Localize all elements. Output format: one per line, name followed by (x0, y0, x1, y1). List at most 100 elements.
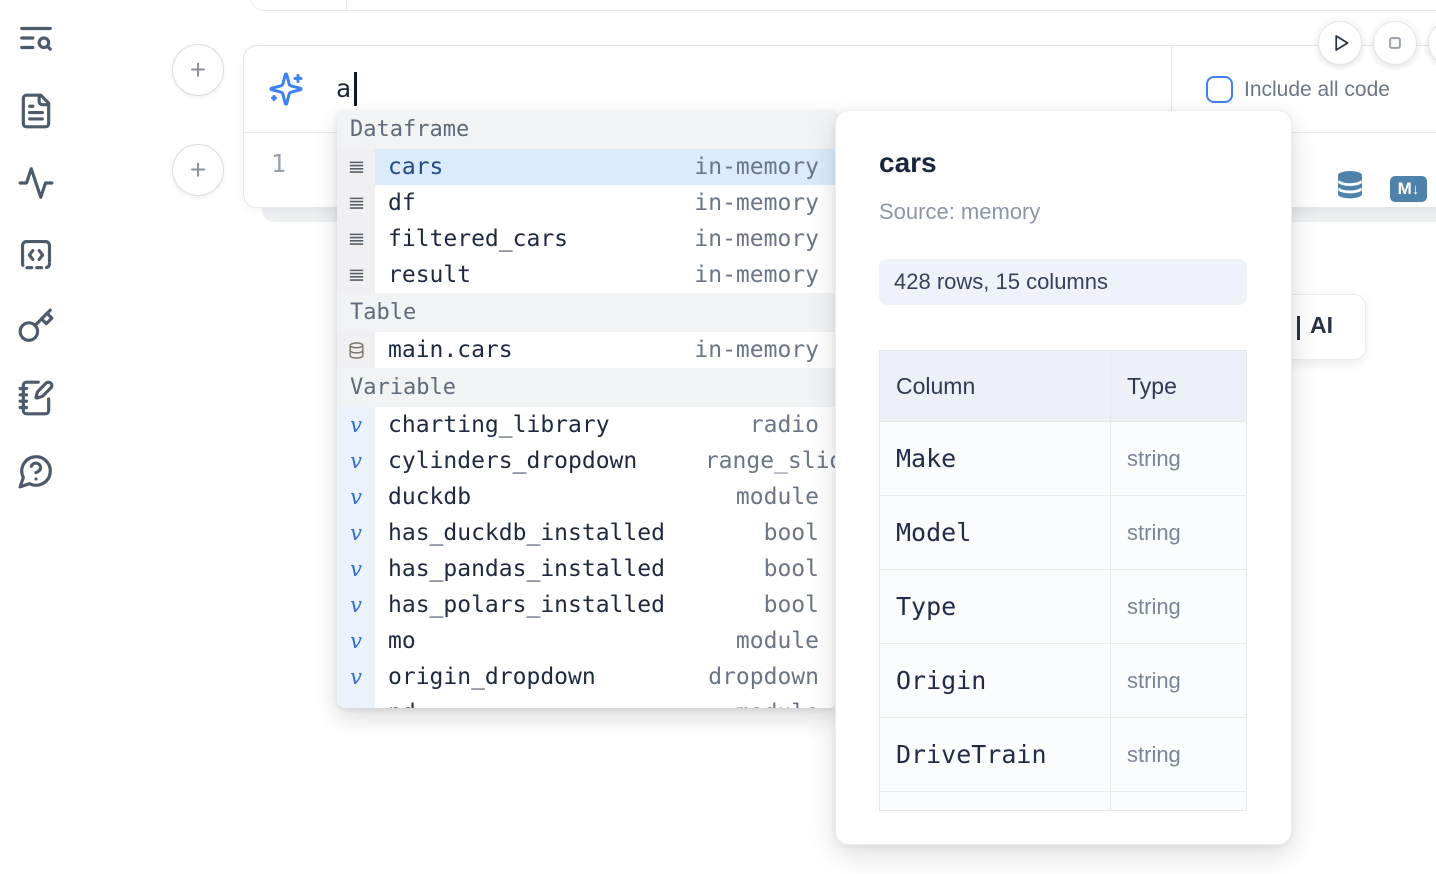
schema-table-row: Origin string (880, 643, 1246, 717)
text-search-icon[interactable] (17, 19, 55, 57)
column-type-cell: string (1111, 422, 1246, 495)
autocomplete-section-header: Table (337, 293, 837, 332)
ai-prompt-row[interactable]: a Include all code (244, 46, 1436, 132)
hidden-label-fragment (1297, 316, 1300, 340)
ai-button-label: AI (1310, 312, 1333, 338)
column-name: Model (896, 518, 972, 547)
rows-icon (337, 257, 375, 293)
rows-icon (337, 221, 375, 257)
completion-type: in-memory (694, 190, 819, 216)
variable-icon: v (350, 521, 362, 545)
sparkles-icon (268, 71, 304, 107)
variable-icon: v (337, 701, 349, 708)
stop-cell-button[interactable] (1373, 21, 1417, 65)
column-name-cell: Type (880, 570, 1111, 643)
completion-name: mo (388, 628, 416, 654)
activity-icon[interactable] (17, 164, 55, 202)
dataframe-preview-panel: cars Source: memory 428 rows, 15 columns… (835, 110, 1292, 845)
left-sidebar (0, 0, 72, 874)
completion-name: result (388, 262, 472, 288)
run-cell-button[interactable] (1318, 21, 1362, 65)
column-name-cell: Model (880, 496, 1111, 569)
autocomplete-item-main: pd module (375, 695, 837, 708)
shape-badge: 428 rows, 15 columns (879, 259, 1247, 305)
completion-name: main.cars (388, 337, 513, 363)
completion-type: range_slider (704, 448, 837, 474)
autocomplete-item[interactable]: v pd module (337, 695, 837, 708)
preview-source: Source: memory (879, 199, 1041, 224)
include-all-code-checkbox[interactable] (1206, 76, 1233, 103)
completion-name: pd (388, 695, 416, 708)
file-text-icon[interactable] (17, 92, 55, 130)
column-type-cell: string (1111, 644, 1246, 717)
column-type-cell: string (1111, 496, 1246, 569)
completion-name: origin_dropdown (388, 664, 596, 690)
variable-icon: v (350, 665, 362, 689)
column-name-cell: DriveTrain (880, 718, 1111, 791)
completion-name: charting_library (388, 412, 610, 438)
column-name-cell: Make (880, 422, 1111, 495)
help-chat-icon[interactable] (17, 452, 55, 490)
previous-cell-divider (346, 0, 347, 10)
column-type: string (1127, 519, 1181, 545)
schema-table-row: DriveTrain string (880, 717, 1246, 791)
variable-icon: v (337, 443, 375, 479)
schema-table-row-clipped (880, 791, 1246, 810)
preview-title: cars (879, 147, 937, 178)
add-cell-below-button[interactable]: + (172, 144, 224, 196)
completion-type: module (735, 628, 819, 654)
completion-name: duckdb (388, 484, 472, 510)
completion-type: radio (749, 412, 819, 438)
completion-type: bool (763, 520, 819, 546)
column-name: Make (896, 444, 957, 473)
completion-type: in-memory (694, 154, 819, 180)
completion-type: bool (763, 592, 819, 618)
key-icon[interactable] (17, 307, 55, 345)
completion-type: bool (763, 556, 819, 582)
markdown-icon[interactable]: M↓ (1390, 176, 1427, 202)
completion-name: has_polars_installed (388, 592, 665, 618)
database-icon[interactable] (1334, 168, 1366, 202)
column-header: Column (880, 351, 1111, 421)
variable-icon: v (337, 659, 375, 695)
add-cell-above-button[interactable]: + (172, 44, 224, 96)
line-number: 1 (271, 149, 287, 178)
column-name-cell: Origin (880, 644, 1111, 717)
column-type-cell: string (1111, 718, 1246, 791)
include-all-code-label: Include all code (1244, 78, 1390, 101)
completion-type: module (736, 695, 819, 708)
variable-icon: v (350, 449, 362, 473)
ai-prompt-input[interactable]: a (336, 74, 352, 103)
autocomplete-item-main: charting_library radio (375, 407, 837, 443)
notebook-pen-icon[interactable] (17, 379, 55, 417)
column-type: string (1127, 445, 1181, 471)
code-snippet-icon[interactable] (17, 236, 55, 274)
column-name: Origin (896, 666, 987, 695)
variable-icon: v (337, 695, 375, 708)
previous-cell-bottom-edge (250, 0, 1436, 11)
rows-icon (337, 185, 375, 221)
column-type: string (1127, 741, 1181, 767)
column-name: Type (896, 592, 957, 621)
